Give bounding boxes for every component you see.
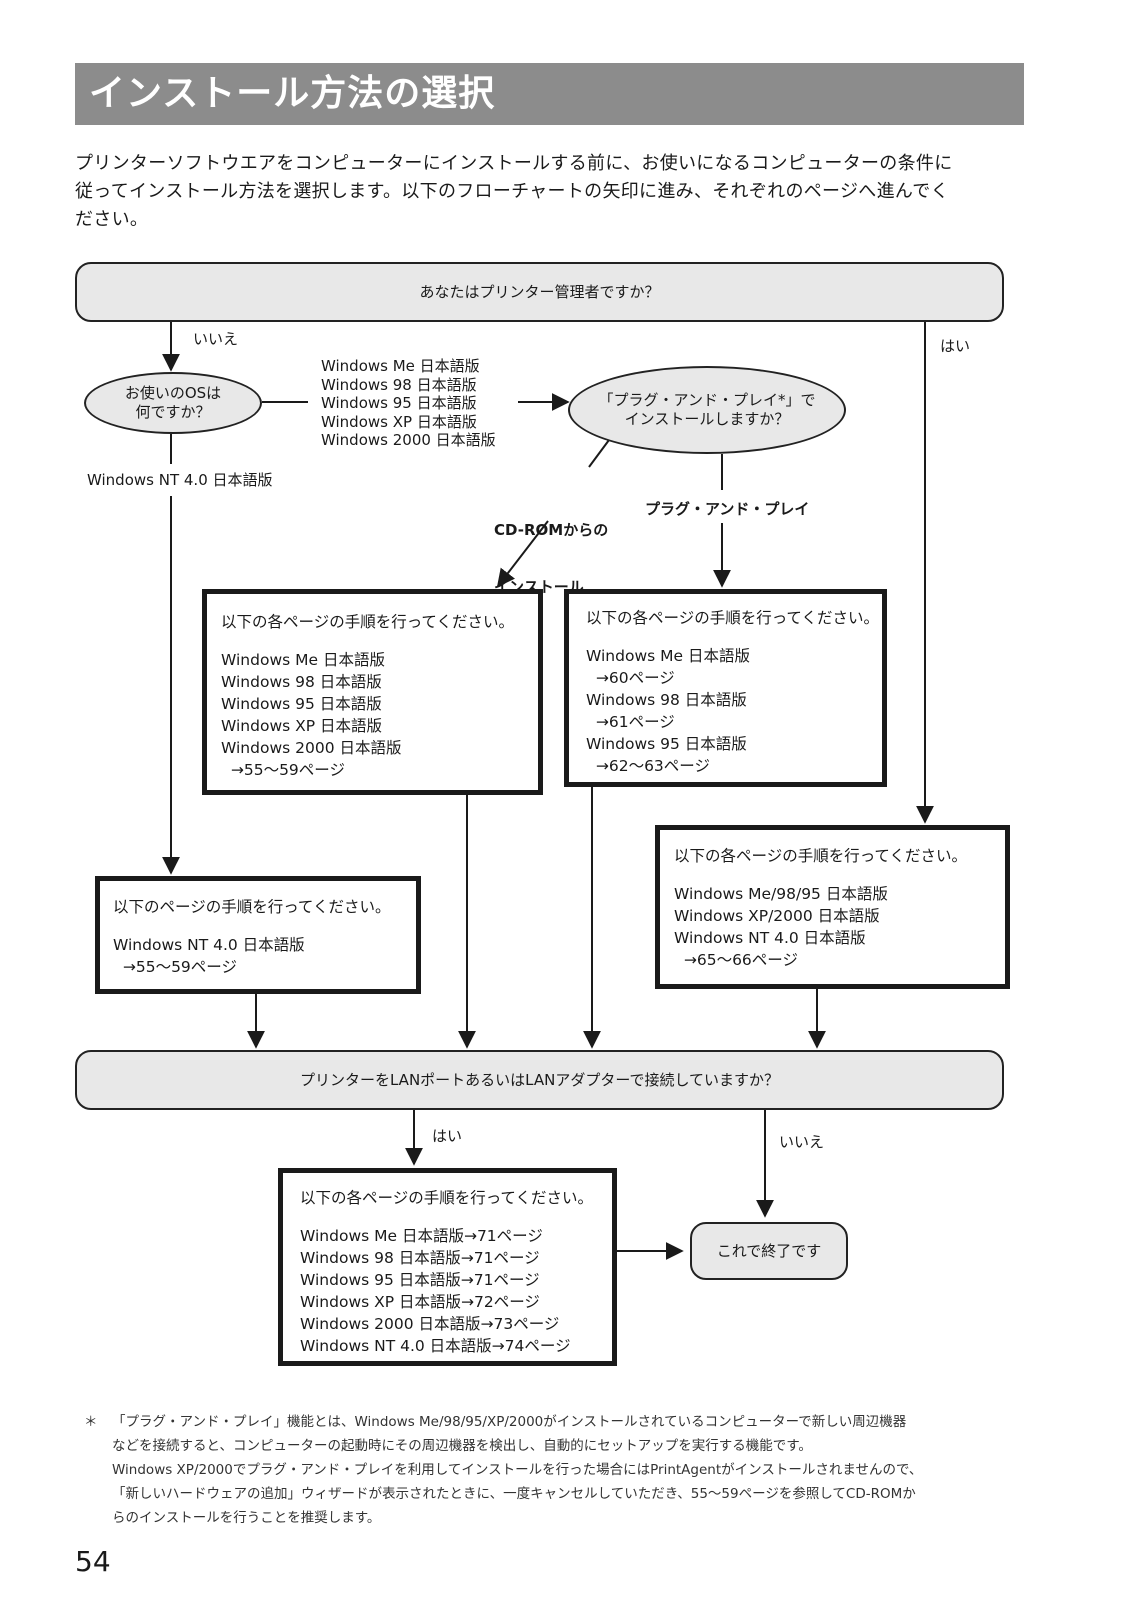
- box-admin-line: →65〜66ページ: [674, 951, 798, 969]
- terminal-end: これで終了です: [690, 1222, 848, 1280]
- box-admin-head: 以下の各ページの手順を行ってください。: [674, 847, 967, 865]
- question-os: お使いのOSは 何ですか？: [84, 372, 262, 434]
- question-lan-text: プリンターをLANポートあるいはLANアダプターで接続していますか？: [299, 1071, 780, 1089]
- box-lan-steps: 以下の各ページの手順を行ってください。 Windows Me 日本語版→71ペー…: [278, 1168, 617, 1366]
- intro-line: プリンターソフトウエアをコンピューターにインストールする前に、お使いになるコンピ…: [75, 153, 953, 174]
- box-nt-line: →55〜59ページ: [113, 958, 237, 976]
- os-list-item: Windows XP 日本語版: [321, 412, 477, 431]
- os-list-item: Windows 2000 日本語版: [321, 431, 496, 449]
- box-pnp-line: →61ページ: [586, 713, 675, 731]
- footnote-line: 「新しいハードウェアの追加」ウィザードが表示されたときに、一度キャンセルしていた…: [112, 1486, 916, 1502]
- os-list-item: Windows 95 日本語版: [321, 394, 477, 412]
- box-cdrom-line: Windows 98 日本語版: [221, 673, 382, 691]
- box-cdrom-line: Windows Me 日本語版: [221, 651, 385, 669]
- box-cdrom-line: Windows XP 日本語版: [221, 717, 383, 735]
- label-admin-no: いいえ: [193, 330, 239, 348]
- question-os-line: お使いのOSは: [124, 384, 222, 402]
- box-lan-line: Windows XP 日本語版→72ページ: [300, 1293, 540, 1311]
- question-pnp: 「プラグ・アンド・プレイ*」で インストールしますか？: [568, 366, 846, 454]
- question-os-line: 何ですか？: [135, 403, 211, 421]
- box-nt-steps: 以下のページの手順を行ってください。 Windows NT 4.0 日本語版 →…: [95, 876, 421, 994]
- arrow-cdrom-to-box: [496, 520, 549, 588]
- box-pnp-line: Windows 98 日本語版: [586, 691, 747, 709]
- box-pnp-head: 以下の各ページの手順を行ってください。: [586, 609, 879, 627]
- intro-line: 従ってインストール方法を選択します。以下のフローチャートの矢印に進み、それぞれの…: [75, 181, 949, 202]
- box-lan-line: Windows NT 4.0 日本語版→74ページ: [300, 1337, 571, 1355]
- footnote-line: などを接続すると、コンピューターの起動時にその周辺機器を検出し、自動的にセットア…: [112, 1438, 812, 1454]
- label-lan-no: いいえ: [779, 1133, 825, 1151]
- footnote-line: Windows XP/2000でプラグ・アンド・プレイを利用してインストールを行…: [112, 1462, 923, 1478]
- terminal-end-text: これで終了です: [716, 1242, 822, 1260]
- box-pnp-line: →62〜63ページ: [586, 757, 710, 775]
- question-pnp-line: インストールしますか？: [624, 410, 790, 428]
- page-title: インストール方法の選択: [75, 63, 1024, 125]
- box-cdrom-head: 以下の各ページの手順を行ってください。: [221, 613, 514, 631]
- label-os-nt: Windows NT 4.0 日本語版: [87, 471, 273, 489]
- label-lan-yes: はい: [432, 1127, 463, 1145]
- footnote-line: らのインストールを行うことを推奨します。: [112, 1510, 381, 1526]
- line-pnp-to-cdrom: [588, 439, 610, 468]
- box-cdrom-steps: 以下の各ページの手順を行ってください。 Windows Me 日本語版 Wind…: [202, 589, 543, 795]
- box-cdrom-line: →55〜59ページ: [221, 761, 345, 779]
- label-branch-cdrom-line: CD-ROMからの: [494, 521, 609, 539]
- box-pnp-steps: 以下の各ページの手順を行ってください。 Windows Me 日本語版 →60ペ…: [564, 589, 887, 787]
- footnote-line: 「プラグ・アンド・プレイ」機能とは、Windows Me/98/95/XP/20…: [112, 1414, 907, 1430]
- question-lan: プリンターをLANポートあるいはLANアダプターで接続していますか？: [75, 1050, 1004, 1110]
- box-lan-line: Windows Me 日本語版→71ページ: [300, 1227, 543, 1245]
- box-pnp-line: →60ページ: [586, 669, 675, 687]
- page-number: 54: [75, 1545, 111, 1578]
- question-admin: あなたはプリンター管理者ですか？: [75, 262, 1004, 322]
- question-pnp-line: 「プラグ・アンド・プレイ*」で: [598, 391, 816, 409]
- label-branch-pnp: プラグ・アンド・プレイ: [645, 500, 810, 518]
- box-lan-line: Windows 2000 日本語版→73ページ: [300, 1315, 560, 1333]
- footnote: 「プラグ・アンド・プレイ」機能とは、Windows Me/98/95/XP/20…: [112, 1410, 1032, 1530]
- box-admin-line: Windows Me/98/95 日本語版: [674, 885, 888, 903]
- box-cdrom-line: Windows 2000 日本語版: [221, 739, 402, 757]
- box-nt-line: Windows NT 4.0 日本語版: [113, 936, 305, 954]
- intro-paragraph: プリンターソフトウエアをコンピューターにインストールする前に、お使いになるコンピ…: [75, 150, 1030, 234]
- os-list: Windows Me 日本語版 Windows 98 日本語版 Windows …: [321, 357, 496, 450]
- label-admin-yes: はい: [940, 337, 971, 355]
- os-list-item: Windows 98 日本語版: [321, 375, 477, 394]
- os-list-item: Windows Me 日本語版: [321, 357, 480, 375]
- box-lan-line: Windows 95 日本語版→71ページ: [300, 1271, 540, 1289]
- box-cdrom-line: Windows 95 日本語版: [221, 695, 382, 713]
- box-admin-steps: 以下の各ページの手順を行ってください。 Windows Me/98/95 日本語…: [655, 825, 1010, 989]
- box-nt-head: 以下のページの手順を行ってください。: [113, 898, 391, 916]
- intro-line: ださい。: [75, 209, 149, 230]
- box-admin-line: Windows XP/2000 日本語版: [674, 907, 880, 925]
- box-pnp-line: Windows Me 日本語版: [586, 647, 750, 665]
- box-lan-line: Windows 98 日本語版→71ページ: [300, 1249, 540, 1267]
- box-pnp-line: Windows 95 日本語版: [586, 735, 747, 753]
- question-admin-text: あなたはプリンター管理者ですか？: [419, 283, 660, 301]
- box-lan-head: 以下の各ページの手順を行ってください。: [300, 1189, 593, 1207]
- footnote-mark: ＊: [84, 1414, 98, 1430]
- box-admin-line: Windows NT 4.0 日本語版: [674, 929, 866, 947]
